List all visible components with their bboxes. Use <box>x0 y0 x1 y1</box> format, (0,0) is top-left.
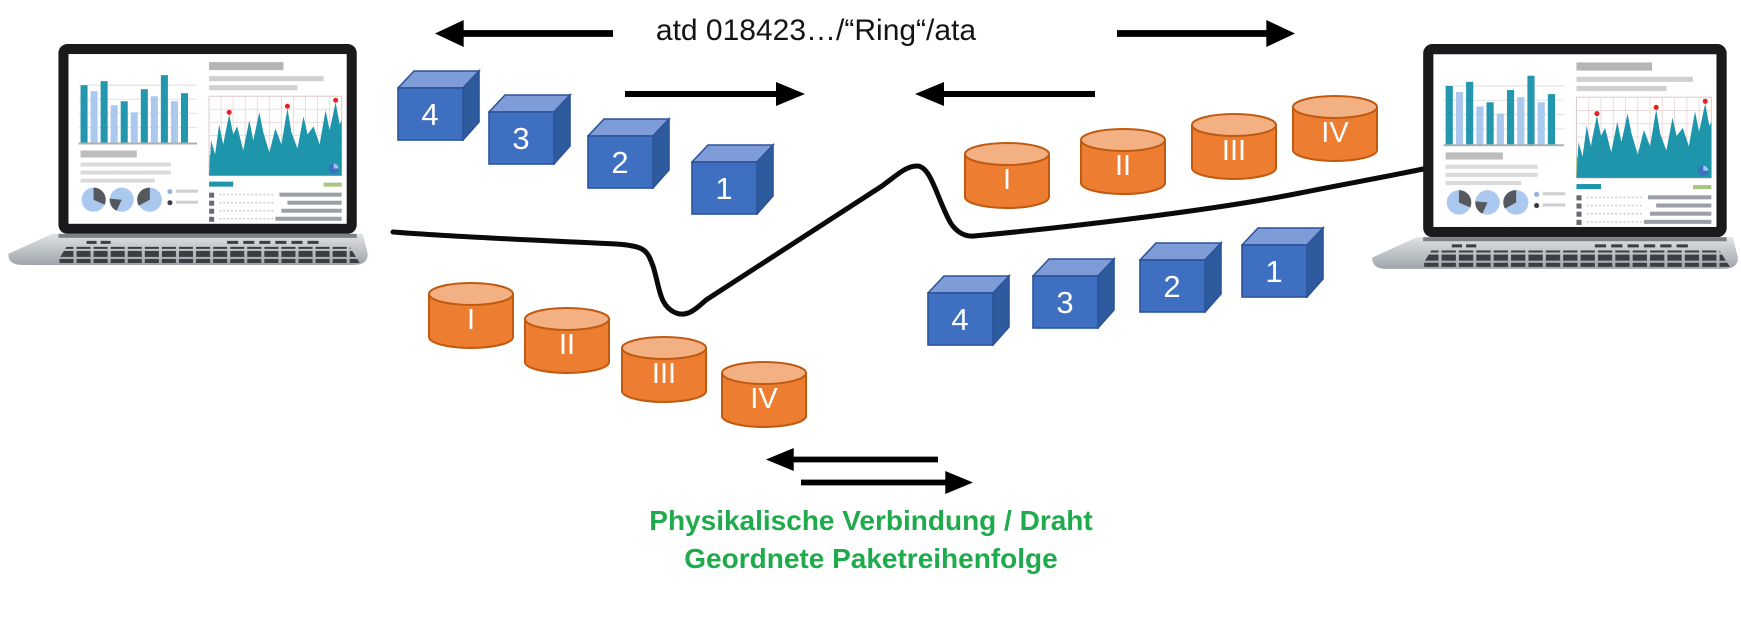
arrow-right-black-icon <box>1117 20 1295 47</box>
packet-cube: 2 <box>1139 241 1223 313</box>
packet-cylinder: II <box>1079 127 1167 197</box>
arrow-right-green-icon <box>801 471 973 494</box>
svg-text:I: I <box>467 304 475 336</box>
packet-cylinder: I <box>427 281 515 351</box>
title-label: atd 018423…/“Ring“/ata <box>655 14 977 47</box>
laptop-computer-left <box>8 42 368 271</box>
svg-text:II: II <box>1115 150 1131 182</box>
packet-cube: 4 <box>927 274 1011 346</box>
packet-cylinder: I <box>963 141 1051 211</box>
svg-text:I: I <box>1003 164 1011 196</box>
packet-cube: 1 <box>1241 226 1325 298</box>
caption-line-1: Physikalische Verbindung / Draht <box>649 505 1093 536</box>
svg-text:IV: IV <box>750 383 778 415</box>
packet-cylinder: III <box>620 335 708 405</box>
svg-text:3: 3 <box>512 121 529 156</box>
svg-text:2: 2 <box>1163 269 1180 304</box>
packet-cube: 1 <box>691 143 775 215</box>
caption: Physikalische Verbindung / Draht Geordne… <box>621 502 1121 578</box>
svg-text:1: 1 <box>715 171 732 206</box>
svg-text:2: 2 <box>611 145 628 180</box>
laptop-computer-right <box>1372 42 1738 275</box>
arrow-left-orange-icon <box>915 82 1095 106</box>
packet-cylinder: IV <box>720 360 808 430</box>
packet-cylinder: III <box>1190 112 1278 182</box>
packet-cylinder: IV <box>1291 94 1379 164</box>
packet-cube: 4 <box>397 69 481 141</box>
arrow-right-blue-icon <box>625 82 805 106</box>
packet-cube: 2 <box>587 117 671 189</box>
svg-text:IV: IV <box>1321 117 1349 149</box>
arrow-left-green-icon <box>766 448 938 471</box>
packet-cube: 3 <box>1032 257 1116 329</box>
caption-line-2: Geordnete Paketreihenfolge <box>684 543 1058 574</box>
packet-cube: 3 <box>488 93 572 165</box>
svg-text:III: III <box>652 358 676 390</box>
svg-text:II: II <box>559 329 575 361</box>
svg-text:III: III <box>1222 135 1246 167</box>
svg-text:3: 3 <box>1056 285 1073 320</box>
packet-cylinder: II <box>523 306 611 376</box>
svg-text:4: 4 <box>421 97 438 132</box>
svg-text:4: 4 <box>951 302 968 337</box>
svg-text:1: 1 <box>1265 254 1282 289</box>
